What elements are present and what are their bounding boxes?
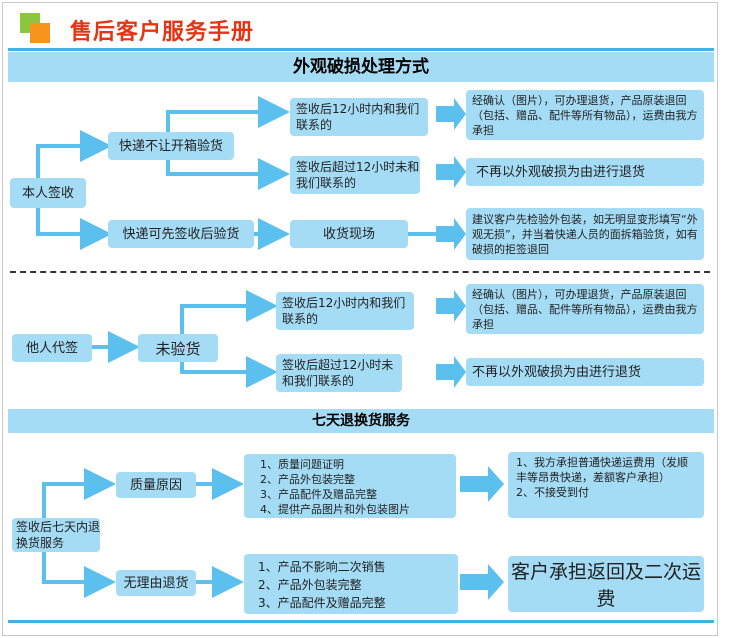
no-reason-conditions-box: 1、产品不影响二次销售 2、产品外包装完整 3、产品配件及赠品完整	[244, 554, 458, 614]
quality-result-2: 2、不接受到付	[516, 486, 589, 499]
advice-box: 建议客户先检验外包装，如无明显变形填写“外观无损”，并当着快递人员的面拆箱验货，…	[466, 208, 704, 260]
no-reason-condition-3: 3、产品配件及赠品完整	[258, 596, 386, 610]
section-divider	[10, 271, 710, 273]
quality-result-1: 1、我方承担普通快递运费用（发顺丰等昂贵快递，差额客户承担）	[516, 456, 688, 484]
confirm-return-box-b: 经确认（图片），可办理退货，产品原装退回（包括、赠品、配件等所有物品），运费由我…	[466, 284, 704, 334]
within-12h-box: 签收后12小时内和我们联系的	[290, 98, 428, 136]
no-reason-condition-1: 1、产品不影响二次销售	[258, 560, 386, 574]
reject-return-box: 不再以外观破损为由进行退货	[466, 158, 704, 186]
title-underline	[8, 48, 714, 51]
self-sign-box: 本人签收	[10, 178, 86, 208]
reject-return-box-b: 不再以外观破损为由进行退货	[466, 358, 704, 386]
proxy-sign-box: 他人代签	[12, 334, 92, 362]
over-12h-box: 签收后超过12小时未和我们联系的	[290, 156, 420, 194]
quality-condition-1: 1、质量问题证明	[260, 458, 344, 471]
no-reason-box: 无理由退货	[116, 570, 196, 596]
no-open-box: 快递不让开箱验货	[108, 132, 234, 160]
no-reason-result-box: 客户承担返回及二次运费	[508, 556, 704, 612]
bottom-rule	[8, 620, 714, 623]
quality-conditions-box: 1、质量问题证明 2、产品外包装完整 3、产品配件及赠品完整 4、提供产品图片和…	[244, 454, 456, 518]
uninspected-box: 未验货	[138, 334, 218, 362]
scene-box: 收货现场	[290, 220, 408, 248]
can-open-box: 快递可先签收后验货	[108, 220, 254, 248]
section-heading-seven-day: 七天退换货服务	[8, 409, 714, 433]
quality-condition-4: 4、提供产品图片和外包装图片	[260, 503, 410, 516]
confirm-return-box: 经确认（图片），可办理退货，产品原装退回（包括、赠品、配件等所有物品），运费由我…	[466, 90, 704, 140]
section-heading-damage: 外观破损处理方式	[8, 52, 714, 82]
page-frame	[2, 2, 718, 636]
quality-result-box: 1、我方承担普通快递运费用（发顺丰等昂贵快递，差额客户承担） 2、不接受到付	[508, 452, 704, 518]
logo-square-orange	[30, 23, 50, 43]
seven-day-start-box: 签收后七天内退换货服务	[12, 518, 100, 552]
within-12h-box-b: 签收后12小时内和我们联系的	[276, 292, 414, 330]
page-title: 售后客户服务手册	[70, 20, 255, 45]
quality-reason-box: 质量原因	[116, 472, 196, 498]
quality-condition-3: 3、产品配件及赠品完整	[260, 488, 377, 501]
no-reason-condition-2: 2、产品外包装完整	[258, 578, 362, 592]
over-12h-box-b: 签收后超过12小时未和我们联系的	[276, 354, 402, 392]
quality-condition-2: 2、产品外包装完整	[260, 473, 355, 486]
